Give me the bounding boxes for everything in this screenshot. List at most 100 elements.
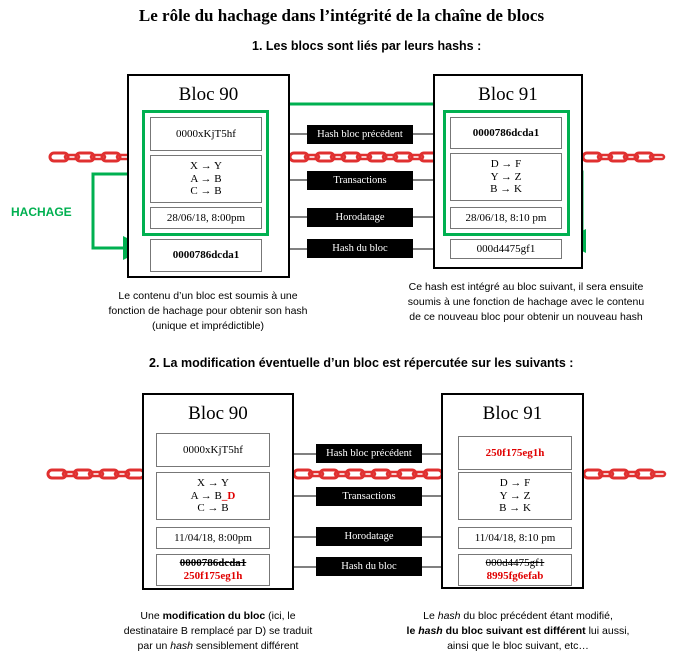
- label-transactions: Transactions: [316, 487, 422, 506]
- chain-link: [307, 470, 325, 478]
- transaction: D → F: [499, 477, 531, 490]
- chain-link: [608, 468, 630, 480]
- block-hash-value: 0000786dcda1: [172, 249, 240, 262]
- chain-link: [396, 468, 418, 480]
- chain-link: [63, 153, 81, 161]
- chain-link: [288, 151, 310, 163]
- block-title: Bloc 90: [188, 403, 248, 424]
- caption-line: de ce nouveau bloc pour obtenir un nouve…: [409, 311, 643, 324]
- caption-line: soumis à une fonction de hachage avec le…: [407, 296, 645, 309]
- text: sensiblement différent: [193, 640, 299, 653]
- timestamp-cell: 11/04/18, 8:00pm: [156, 527, 270, 549]
- chain-link: [607, 151, 629, 163]
- label-prev-hash: Hash bloc précédent: [316, 444, 422, 463]
- old-hash-value: 000d4475gf1: [485, 557, 545, 570]
- caption-left-2: Une modification du bloc (ici, le destin…: [98, 609, 338, 655]
- text: du bloc précédent étant modifié,: [460, 610, 613, 622]
- chain-link: [74, 151, 96, 163]
- chain-links-row-2: [46, 468, 667, 480]
- chain-link: [385, 470, 403, 478]
- section-2-heading: 2. La modification éventuelle d’un bloc …: [149, 356, 574, 370]
- chain-link: [596, 153, 614, 161]
- transactions-cell: X → Y A → B_D C → B: [156, 472, 270, 520]
- text-italic: hash: [170, 640, 194, 653]
- chain-link: [333, 470, 351, 478]
- new-hash-value: 8995fg6efab: [486, 570, 544, 582]
- chain-link: [98, 468, 120, 480]
- timestamp-cell: 11/04/18, 8:10 pm: [458, 527, 572, 549]
- chain-link: [622, 153, 640, 161]
- caption-line: Le hash du bloc précédent étant modifié,: [388, 609, 648, 624]
- prev-hash-value: 0000xKjT5hf: [176, 127, 236, 140]
- chain-link: [581, 151, 603, 163]
- transaction: A → B: [190, 172, 222, 185]
- chain-link: [100, 151, 122, 163]
- chain-link: [113, 470, 131, 478]
- label-block-hash: Hash du bloc: [316, 557, 422, 576]
- block-title: Bloc 91: [482, 403, 543, 424]
- chain-link: [370, 468, 392, 480]
- block-title: Bloc 90: [178, 84, 239, 105]
- block-hash-cell: 0000786dcda1 250f175eg1h: [156, 554, 270, 586]
- chain-link: [597, 470, 615, 478]
- transaction: Y → Z: [490, 170, 522, 183]
- chain-link: [407, 153, 425, 161]
- chain-link: [634, 468, 656, 480]
- label-transactions: Transactions: [307, 171, 413, 190]
- section-1-heading: 1. Les blocs sont liés par leurs hashs :: [252, 39, 482, 53]
- text: par un: [137, 640, 171, 653]
- prev-hash-value: 250f175eg1h: [485, 446, 545, 459]
- transaction: Y → Z: [499, 489, 531, 502]
- block-hash-cell: 000d4475gf1 8995fg6efab: [458, 554, 572, 586]
- label-block-hash: Hash du bloc: [307, 239, 413, 258]
- chain-link: [648, 153, 666, 161]
- chain-link: [292, 468, 314, 480]
- text: (ici, le: [265, 610, 296, 622]
- modified-recipient: _D: [221, 489, 236, 502]
- text-bold: le: [406, 625, 419, 638]
- transaction: X → Y: [190, 160, 222, 173]
- text-bold-italic: hash: [418, 625, 443, 638]
- chain-link: [411, 470, 429, 478]
- chain-link: [46, 468, 68, 480]
- chain-link: [89, 153, 107, 161]
- transactions-cell: D → F Y → Z B → K: [458, 472, 572, 520]
- transaction: D → F: [490, 158, 522, 171]
- timestamp-value: 28/06/18, 8:10 pm: [465, 211, 547, 224]
- chain-link: [381, 153, 399, 161]
- caption-right-1: Ce hash est intégré au bloc suivant, il …: [376, 280, 676, 326]
- timestamp-value: 11/04/18, 8:10 pm: [474, 531, 556, 544]
- chain-link: [582, 468, 604, 480]
- block-hash-value: 000d4475gf1: [476, 242, 536, 255]
- chain-link: [392, 151, 414, 163]
- transaction: X → Y: [197, 477, 229, 490]
- prev-hash-cell: 0000786dcda1: [450, 117, 562, 149]
- chain-link: [303, 153, 321, 161]
- text: lui aussi,: [585, 625, 630, 638]
- caption-line: fonction de hachage pour obtenir son has…: [108, 305, 308, 318]
- caption-line: destinataire B remplacé par D) se tradui…: [123, 625, 313, 638]
- prev-hash-cell: 0000xKjT5hf: [156, 433, 270, 467]
- new-hash-value: 250f175eg1h: [183, 570, 243, 582]
- chain-link: [48, 151, 70, 163]
- arrows-section-1: [265, 130, 446, 253]
- caption-line: Le contenu d’un bloc est soumis à une: [118, 290, 298, 302]
- caption-line: (unique et imprédictible): [151, 320, 265, 333]
- timestamp-value: 11/04/18, 8:00pm: [174, 531, 252, 544]
- timestamp-value: 28/06/18, 8:00pm: [166, 211, 246, 224]
- transaction: C → B: [190, 185, 222, 198]
- chain-link: [329, 153, 347, 161]
- chain-link: [318, 468, 340, 480]
- caption-left-1: Le contenu d’un bloc est soumis à une fo…: [88, 289, 328, 335]
- chain-link: [359, 470, 377, 478]
- timestamp-cell: 28/06/18, 8:10 pm: [450, 207, 562, 229]
- page-title: Le rôle du hachage dans l’intégrité de l…: [138, 6, 545, 25]
- text-bold: du bloc suivant est différent: [442, 625, 586, 638]
- chain-link: [72, 468, 94, 480]
- label-prev-hash: Hash bloc précédent: [307, 125, 413, 144]
- block-hash-cell: 000d4475gf1: [450, 239, 562, 259]
- chain-link: [633, 151, 655, 163]
- transaction: B → K: [490, 183, 522, 196]
- text: Le: [423, 610, 438, 622]
- chain-link: [314, 151, 336, 163]
